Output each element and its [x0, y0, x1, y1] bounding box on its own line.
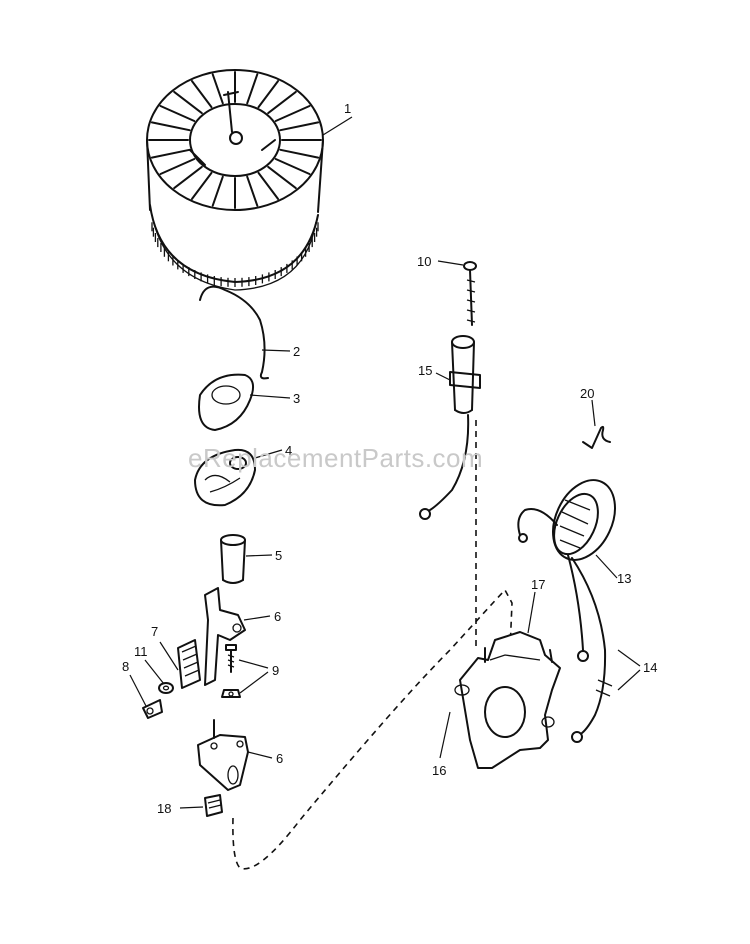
condenser-part[interactable] — [419, 335, 481, 520]
flywheel-fin — [267, 90, 297, 115]
label-3: 3 — [293, 391, 300, 406]
flywheel-fin — [150, 148, 191, 159]
nut-part[interactable] — [221, 689, 241, 698]
label-11: 11 — [134, 644, 148, 659]
label-2: 2 — [293, 344, 300, 359]
label-5: 5 — [275, 548, 282, 563]
flywheel-part[interactable] — [146, 69, 324, 291]
flywheel-fin — [279, 148, 320, 159]
screw-part[interactable] — [225, 644, 237, 673]
flywheel-teeth — [151, 222, 319, 287]
cover-plate-part[interactable] — [198, 373, 255, 431]
leader-5 — [245, 554, 273, 557]
leader-6a — [243, 615, 271, 621]
label-1: 1 — [344, 101, 351, 116]
leader-14a — [617, 649, 641, 667]
leader-13 — [595, 554, 618, 579]
label-9a: 9 — [272, 663, 279, 678]
watermark: eReplacementParts.com — [188, 443, 483, 473]
leader-1 — [322, 116, 353, 136]
leader-2 — [261, 349, 291, 352]
leader-11 — [144, 659, 165, 685]
leader-6b — [247, 751, 273, 759]
coil-leads-part[interactable] — [567, 554, 613, 743]
label-15: 15 — [418, 363, 432, 378]
flywheel-fin — [279, 121, 320, 132]
flywheel-fin — [274, 158, 311, 175]
breaker-arm-part[interactable] — [204, 587, 246, 686]
breaker-box-part[interactable] — [454, 631, 561, 769]
contact-block-part[interactable] — [177, 639, 201, 689]
condenser-screw-part[interactable] — [463, 261, 477, 326]
terminal-part[interactable] — [142, 699, 163, 719]
label-20: 20 — [580, 386, 594, 401]
leader-18 — [179, 806, 204, 809]
leader-3 — [249, 394, 291, 399]
flywheel-fins — [148, 71, 322, 209]
flywheel-fin — [191, 171, 213, 200]
ignition-coil-part[interactable] — [517, 470, 627, 570]
flywheel-fin — [246, 73, 259, 105]
label-6a: 6 — [274, 609, 281, 624]
leader-17 — [527, 591, 536, 634]
flywheel-fin — [211, 175, 224, 207]
label-16: 16 — [432, 763, 446, 778]
leader-10 — [437, 260, 464, 266]
label-14: 14 — [643, 660, 657, 675]
flywheel-fin — [267, 165, 297, 190]
label-8: 8 — [122, 659, 129, 674]
flywheel-fin — [246, 175, 259, 207]
felt-part[interactable] — [194, 448, 256, 507]
flywheel-fin — [257, 171, 279, 200]
leader-7 — [159, 641, 179, 671]
leader-14b — [617, 669, 641, 691]
flywheel-fin — [159, 105, 196, 122]
label-18: 18 — [157, 801, 171, 816]
label-7: 7 — [151, 624, 158, 639]
flywheel-fin — [173, 165, 203, 190]
washer-part[interactable] — [158, 682, 174, 694]
flywheel-fin — [173, 90, 203, 115]
flywheel-fin — [191, 80, 213, 109]
spring-clip-part[interactable] — [199, 285, 269, 380]
leader-15 — [435, 372, 451, 381]
flywheel-fin — [211, 73, 224, 105]
flywheel-fin — [274, 105, 311, 122]
label-10: 10 — [417, 254, 431, 269]
flywheel-fin — [159, 158, 196, 175]
spring-part[interactable] — [582, 425, 611, 449]
leader-9a — [238, 659, 269, 669]
leader-20 — [591, 399, 596, 427]
leader-4 — [254, 449, 283, 459]
leader-9b — [239, 671, 269, 694]
cam-block-part[interactable] — [204, 794, 223, 817]
label-13: 13 — [617, 571, 631, 586]
label-4: 4 — [285, 443, 292, 458]
label-6b: 6 — [276, 751, 283, 766]
flywheel-fin — [257, 80, 279, 109]
label-17: 17 — [531, 577, 545, 592]
mounting-plate-part[interactable] — [197, 719, 249, 791]
flywheel-fin — [150, 121, 191, 132]
leader-8 — [129, 674, 147, 707]
leader-16 — [439, 711, 451, 759]
bushing-part[interactable] — [220, 534, 246, 584]
